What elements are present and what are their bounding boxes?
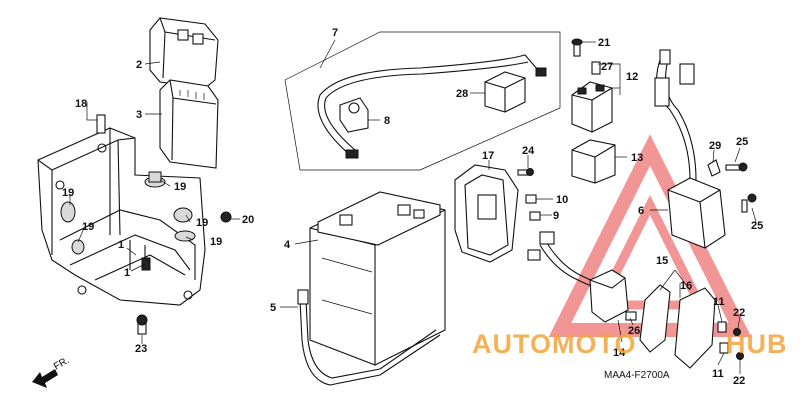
battery-4 xyxy=(309,191,446,366)
bolt-25-lower xyxy=(741,193,757,213)
front-direction-arrow: FR. xyxy=(32,355,71,388)
callout-14: 14 xyxy=(613,347,626,359)
grommet-group xyxy=(60,171,196,255)
part-9 xyxy=(529,211,541,221)
callout-1-b: 1 xyxy=(124,267,130,279)
callout-2: 2 xyxy=(136,59,142,71)
callout-16: 16 xyxy=(680,280,692,292)
hardware-11-22 xyxy=(717,321,744,360)
relay-12 xyxy=(571,81,613,133)
breather-tube-5 xyxy=(297,289,441,386)
cdi-unit-6 xyxy=(667,177,726,249)
bolt-24 xyxy=(517,168,534,176)
screw-21 xyxy=(571,38,583,57)
callout-1-a: 1 xyxy=(118,239,124,251)
callout-8: 8 xyxy=(384,115,390,127)
bolt-23 xyxy=(136,314,148,335)
terminal-8 xyxy=(339,97,369,133)
callout-10: 10 xyxy=(556,194,568,206)
callout-labels: 2 3 18 19 19 19 19 19 20 1 1 23 4 5 7 8 … xyxy=(62,27,763,387)
callout-19-e: 19 xyxy=(210,236,222,248)
part-26 xyxy=(625,311,637,321)
front-marker-label: FR. xyxy=(52,355,71,373)
callout-7: 7 xyxy=(332,27,338,39)
callout-18: 18 xyxy=(75,98,87,110)
callout-13: 13 xyxy=(631,152,643,164)
fuse-box-3 xyxy=(159,79,219,169)
callout-29: 29 xyxy=(709,140,721,152)
cable-box-7 xyxy=(284,31,561,171)
clip-29 xyxy=(707,159,721,177)
bolt-20 xyxy=(220,211,232,223)
callout-3: 3 xyxy=(136,109,142,121)
callout-19-d: 19 xyxy=(196,217,208,229)
callout-22-a: 22 xyxy=(733,307,745,319)
wire-harness xyxy=(654,49,697,181)
callout-20: 20 xyxy=(242,214,254,226)
watermark-text-automoto: AUTOMOTO xyxy=(472,329,637,359)
watermark-text: AUTOMOTO HUB xyxy=(472,329,788,359)
fuse-27 xyxy=(591,61,601,75)
callout-4: 4 xyxy=(284,239,291,251)
part-10 xyxy=(525,194,537,204)
bolt-25-upper xyxy=(725,162,748,172)
callout-19-b: 19 xyxy=(62,187,74,199)
battery-bracket-assembly xyxy=(37,114,206,306)
relay-13 xyxy=(571,139,616,184)
callout-25-a: 25 xyxy=(736,136,748,148)
callout-9: 9 xyxy=(553,210,559,222)
callout-28: 28 xyxy=(456,88,468,100)
watermark-text-hub: HUB xyxy=(726,329,788,359)
callout-22-b: 22 xyxy=(733,375,745,387)
callout-5: 5 xyxy=(270,302,276,314)
callout-23: 23 xyxy=(135,343,147,355)
cover-15-16 xyxy=(639,284,716,369)
callout-27: 27 xyxy=(601,61,613,73)
callout-11-b: 11 xyxy=(712,368,724,380)
diagram-code: MAA4-F2700A xyxy=(604,370,670,381)
box-17 xyxy=(454,164,519,263)
callout-26: 26 xyxy=(628,325,640,337)
callout-15: 15 xyxy=(656,255,668,267)
leader-lines xyxy=(69,39,757,374)
callout-11-a: 11 xyxy=(713,296,725,308)
callout-24: 24 xyxy=(522,145,535,157)
callout-21: 21 xyxy=(598,37,610,49)
connector-14 xyxy=(589,269,629,323)
callout-12: 12 xyxy=(626,71,638,83)
callout-19-a: 19 xyxy=(174,181,186,193)
callout-17: 17 xyxy=(482,150,494,162)
callout-6: 6 xyxy=(638,205,644,217)
callout-19-c: 19 xyxy=(82,221,94,233)
fuse-box-cover-2 xyxy=(149,17,219,89)
starter-relay-28 xyxy=(484,71,526,113)
callout-25-b: 25 xyxy=(751,220,763,232)
